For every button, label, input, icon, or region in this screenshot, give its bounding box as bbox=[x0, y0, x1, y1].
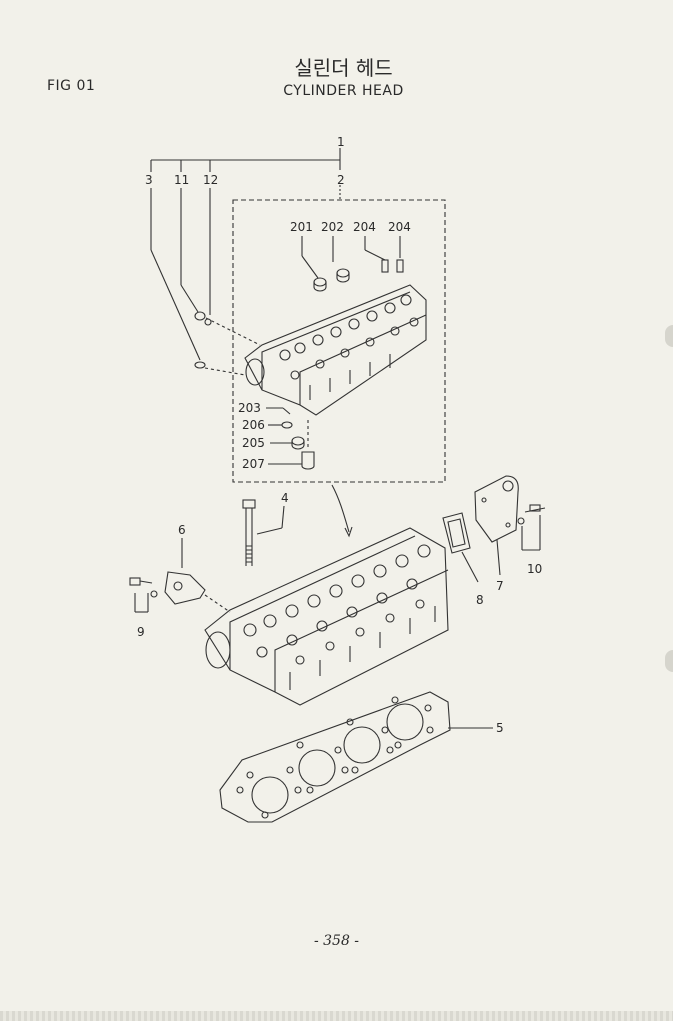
cylinder-head-lower bbox=[204, 527, 449, 706]
assembly-arrow bbox=[331, 484, 350, 533]
callout-202: 202 bbox=[321, 220, 344, 234]
plug-3 bbox=[194, 361, 206, 369]
callout-5: 5 bbox=[496, 721, 504, 735]
page-number: - 358 - bbox=[313, 933, 360, 949]
callout-207: 207 bbox=[242, 457, 265, 471]
callout-205: 205 bbox=[242, 436, 265, 450]
callout-9: 9 bbox=[137, 625, 145, 639]
head-bolt-4 bbox=[242, 499, 285, 566]
binder-hole-top bbox=[665, 325, 673, 347]
cover-7 bbox=[474, 475, 519, 576]
callout-6: 6 bbox=[178, 523, 186, 537]
callout-203: 203 bbox=[238, 401, 261, 415]
callout-1: 1 bbox=[337, 135, 345, 149]
callout-201: 201 bbox=[290, 220, 313, 234]
plug-12 bbox=[204, 318, 212, 326]
bolt-9 bbox=[129, 577, 158, 613]
callout-7: 7 bbox=[496, 579, 504, 593]
callout-204a: 204 bbox=[353, 220, 376, 234]
bracket-6 bbox=[164, 538, 231, 613]
binder-hole-bottom bbox=[665, 650, 673, 672]
callout-206: 206 bbox=[242, 418, 265, 432]
title-korean: 실린더 헤드 bbox=[294, 56, 393, 80]
scan-edge bbox=[0, 1011, 673, 1021]
callout-204b: 204 bbox=[388, 220, 411, 234]
callout-12: 12 bbox=[203, 173, 218, 187]
callout-11: 11 bbox=[174, 173, 189, 187]
cylinder-head-upper bbox=[244, 284, 427, 416]
title-english: CYLINDER HEAD bbox=[283, 83, 404, 99]
injector-parts bbox=[266, 407, 315, 470]
plug-11 bbox=[194, 311, 206, 321]
fittings-10 bbox=[517, 504, 546, 551]
gasket-8 bbox=[442, 512, 479, 583]
callout-4: 4 bbox=[281, 491, 289, 505]
callout-10: 10 bbox=[527, 562, 542, 576]
callout-8: 8 bbox=[476, 593, 484, 607]
callout-2: 2 bbox=[337, 173, 345, 187]
head-gasket-5 bbox=[219, 691, 493, 823]
subassembly-2-box bbox=[232, 199, 446, 483]
valve-small-parts bbox=[301, 236, 404, 292]
callout-3: 3 bbox=[145, 173, 153, 187]
figure-number: FIG 01 bbox=[47, 78, 96, 94]
